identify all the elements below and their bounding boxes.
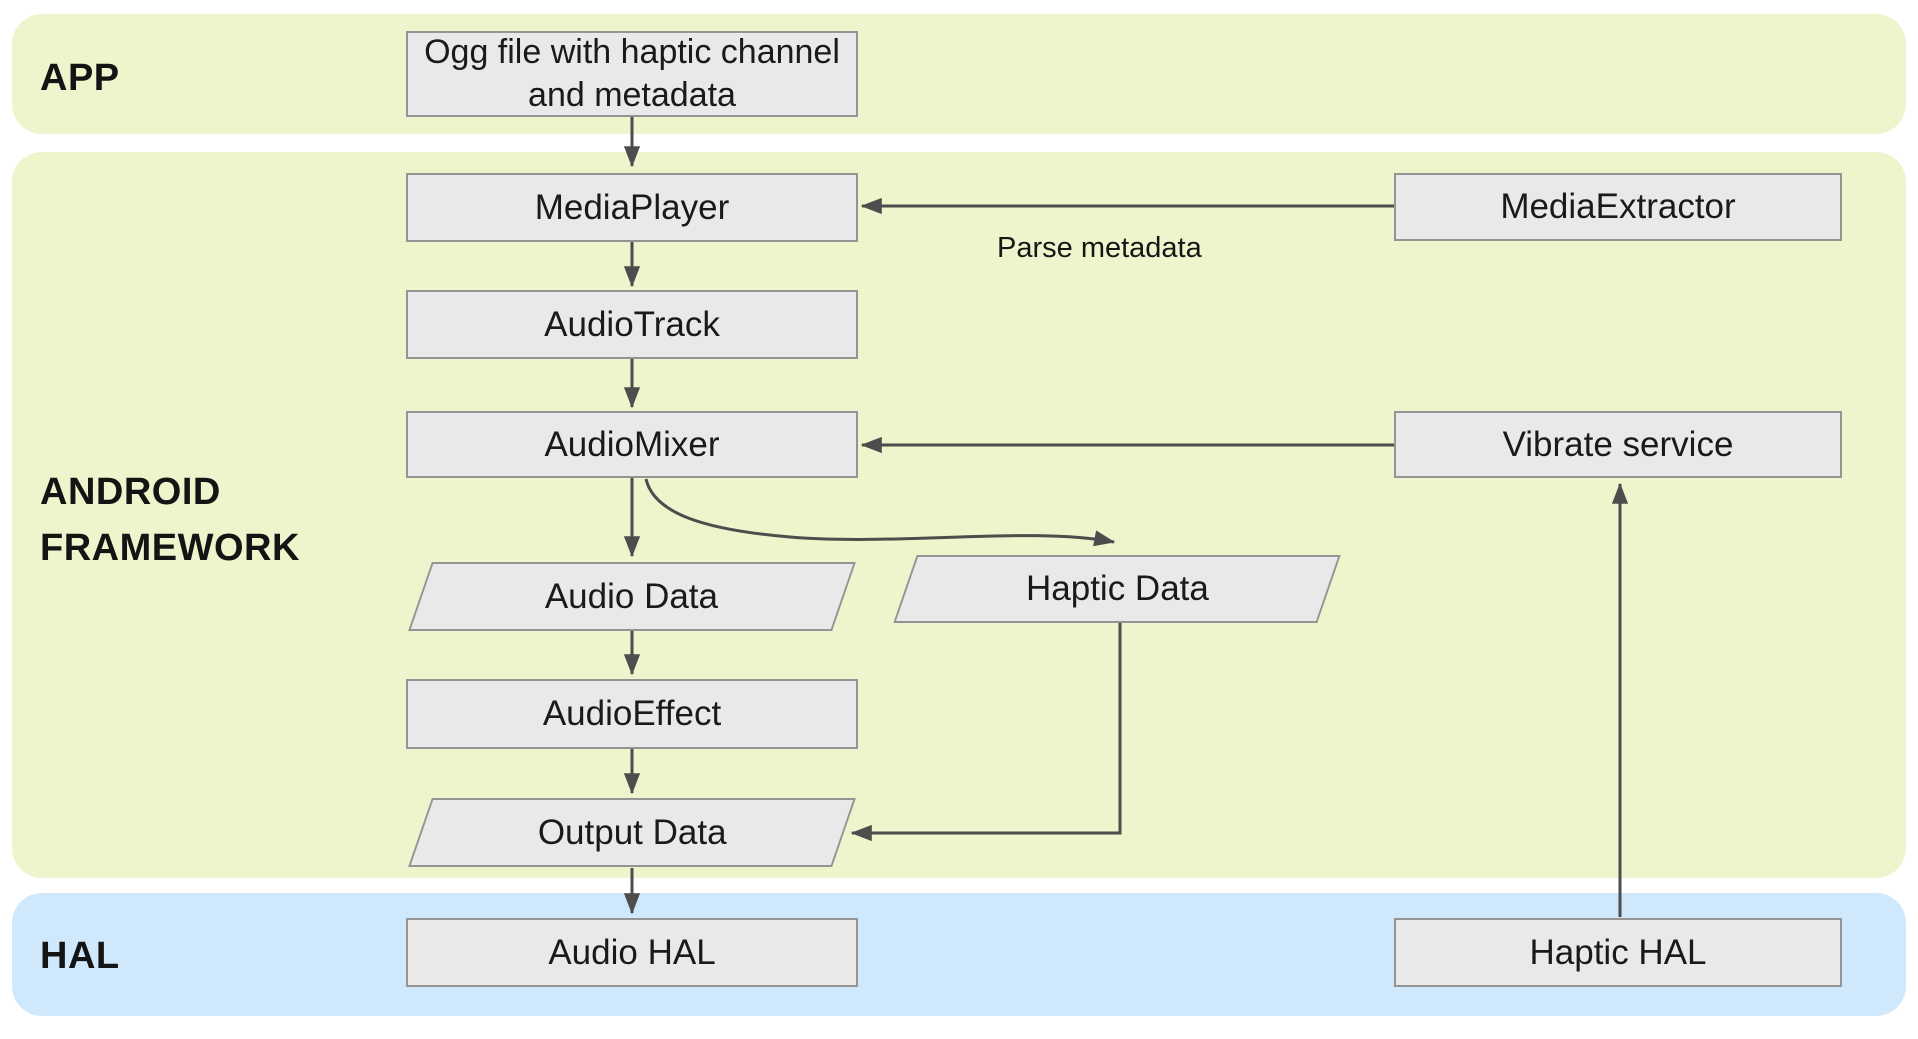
node-label: Audio Data bbox=[545, 576, 719, 616]
node-output-data: Output Data bbox=[408, 798, 856, 867]
node-ogg-file: Ogg file with haptic channel and metadat… bbox=[406, 31, 858, 117]
band-label-hal: HAL bbox=[40, 935, 120, 977]
node-label: Output Data bbox=[537, 812, 727, 852]
node-audiotrack: AudioTrack bbox=[406, 290, 858, 359]
edge-label-parse-metadata: Parse metadata bbox=[997, 232, 1202, 264]
node-mediaplayer: MediaPlayer bbox=[406, 173, 858, 242]
node-vibrate-service: Vibrate service bbox=[1394, 411, 1842, 478]
node-label: Haptic Data bbox=[1025, 569, 1209, 608]
node-audio-data: Audio Data bbox=[408, 562, 856, 631]
node-audio-hal: Audio HAL bbox=[406, 918, 858, 987]
band-app bbox=[12, 14, 1906, 134]
node-audiomixer: AudioMixer bbox=[406, 411, 858, 478]
node-haptic-hal: Haptic HAL bbox=[1394, 918, 1842, 987]
node-audioeffect: AudioEffect bbox=[406, 679, 858, 749]
node-haptic-data: Haptic Data bbox=[893, 555, 1341, 623]
band-label-app: APP bbox=[40, 57, 120, 99]
band-label-framework: ANDROID FRAMEWORK bbox=[40, 471, 300, 569]
node-mediaextractor: MediaExtractor bbox=[1394, 173, 1842, 241]
